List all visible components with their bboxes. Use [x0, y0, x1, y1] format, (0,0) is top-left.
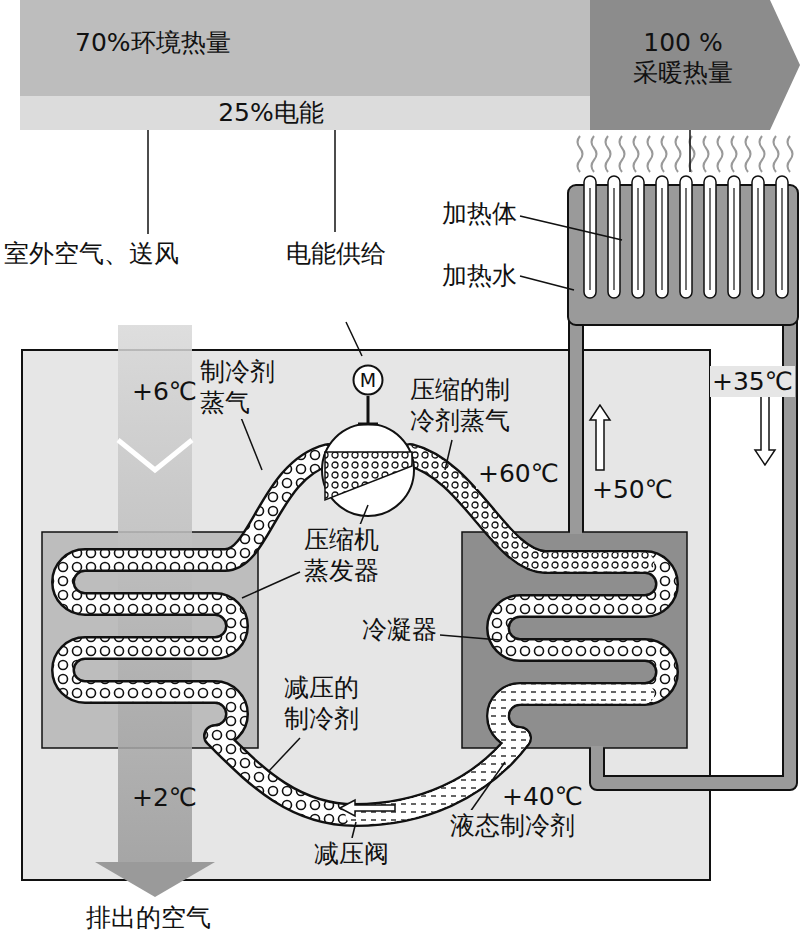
node-text: M: [352, 364, 384, 396]
node-text: 70%环境热量: [75, 28, 602, 58]
part-label: 减压阀: [312, 838, 391, 869]
part-label: 冷凝器: [360, 614, 439, 645]
part-label: 减压的 制冷剂: [282, 672, 369, 735]
energy-band: 70%环境热量: [20, 0, 602, 96]
part-label: 电能供给: [284, 238, 388, 269]
part-label: +6℃: [130, 376, 199, 407]
part-label: 加热水: [440, 260, 519, 291]
part-label: +60℃: [476, 458, 561, 489]
part-label: +2℃: [130, 782, 199, 813]
part-label: 室外空气、送风: [2, 238, 181, 269]
part-label: 蒸发器: [302, 555, 381, 586]
part-label: 液态制冷剂: [448, 810, 577, 841]
energy-band: 25%电能: [20, 96, 602, 130]
node-text: 25%电能: [0, 98, 562, 128]
motor-circle: M: [352, 364, 384, 396]
part-label: 制冷剂 蒸气: [198, 356, 285, 419]
part-label: 压缩的制 冷剂蒸气: [408, 374, 522, 437]
part-label: 加热体: [440, 198, 519, 229]
part-label: +50℃: [590, 474, 675, 505]
heat-output-arrow: 100 % 采暖热量: [590, 0, 800, 130]
part-label: +40℃: [500, 781, 585, 812]
part-label: 压缩机: [302, 524, 381, 555]
part-label: +35℃: [710, 366, 795, 397]
part-label: 排出的空气: [84, 902, 213, 933]
node-text: 100 % 采暖热量: [632, 28, 757, 88]
